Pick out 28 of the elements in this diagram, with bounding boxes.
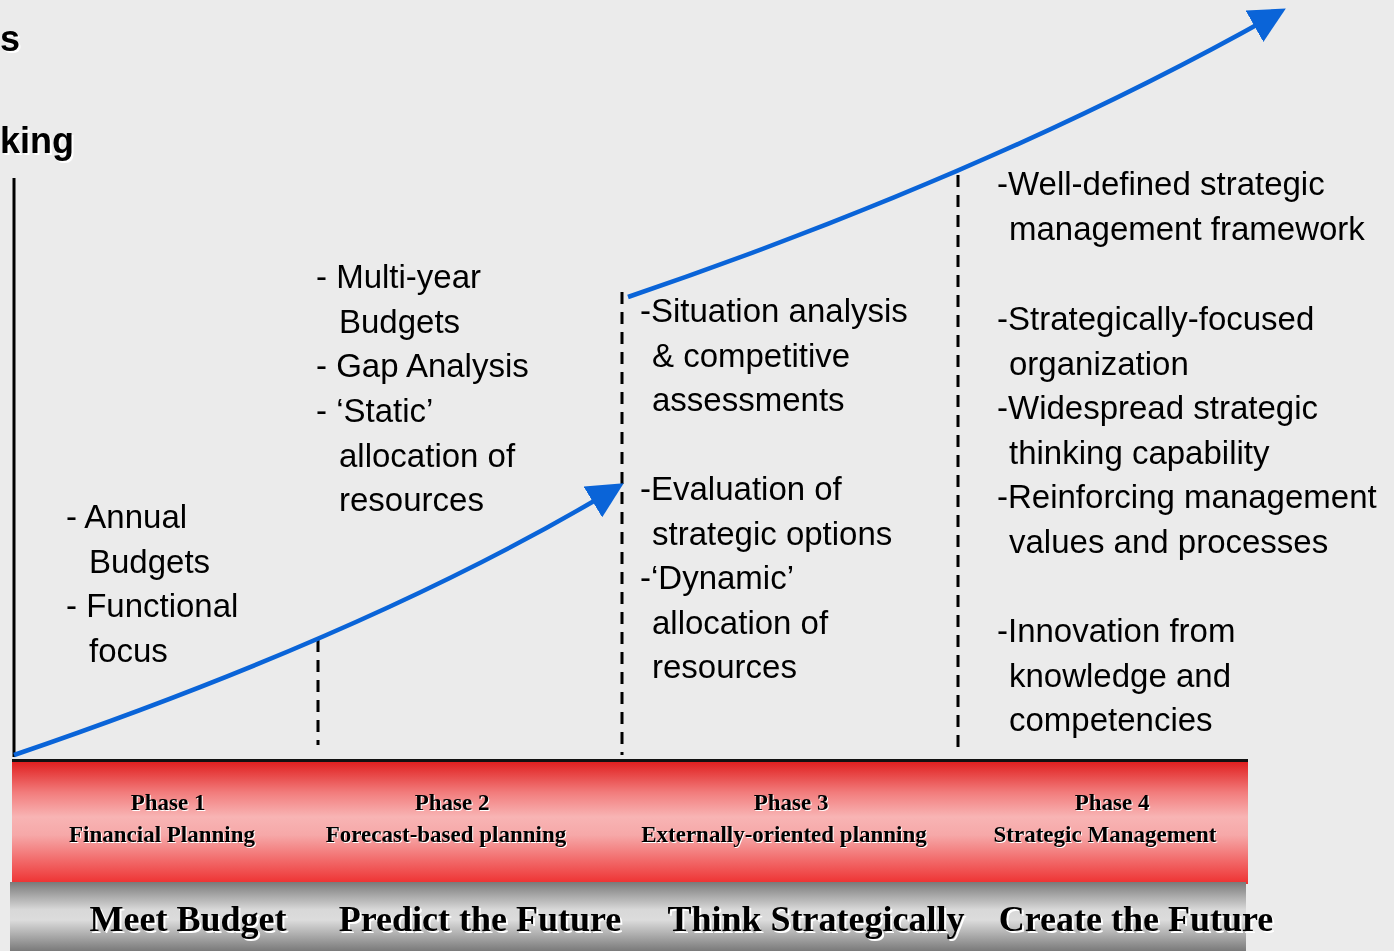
- phase-name: Strategic Management: [993, 822, 1217, 848]
- phase-title: Phase 1: [130, 790, 206, 816]
- axis-title: s: [0, 18, 21, 60]
- bullet-text: - Functional focus: [66, 586, 240, 671]
- bullet-text: - Multi-year Budgets: [316, 257, 483, 342]
- motto-text: Predict the Future: [338, 898, 622, 940]
- bullet-text: -Strategically-focused organization: [997, 299, 1316, 384]
- bullet-text: -Evaluation of strategic options: [640, 469, 894, 554]
- axis-title: king: [0, 120, 74, 162]
- phase-title: Phase 2: [414, 790, 490, 816]
- bullet-text: -Widespread strategic thinking capability: [997, 388, 1319, 473]
- bullet-text: -Well-defined strategic management framework: [997, 164, 1366, 249]
- phase-title: Phase 3: [753, 790, 829, 816]
- bullet-text: -Situation analysis & competitive assessments: [640, 291, 909, 420]
- bullet-text: -‘Dynamic’ allocation of resources: [640, 558, 830, 687]
- phase-title: Phase 4: [1074, 790, 1150, 816]
- motto-text: Create the Future: [998, 898, 1274, 940]
- bullet-text: -Innovation from knowledge and competencies: [997, 611, 1237, 740]
- phase-name: Forecast-based planning: [325, 822, 567, 848]
- phase-name: Financial Planning: [69, 822, 255, 848]
- bullet-text: - Gap Analysis: [316, 346, 530, 386]
- motto-text: Meet Budget: [89, 898, 287, 940]
- phase-name: Externally-oriented planning: [641, 822, 927, 848]
- motto-text: Think Strategically: [667, 898, 965, 940]
- bullet-text: - Annual Budgets: [66, 497, 212, 582]
- phase-band: [12, 759, 1248, 884]
- bullet-text: - ‘Static’ allocation of resources: [316, 391, 517, 520]
- bullet-text: -Reinforcing management values and processes: [997, 477, 1378, 562]
